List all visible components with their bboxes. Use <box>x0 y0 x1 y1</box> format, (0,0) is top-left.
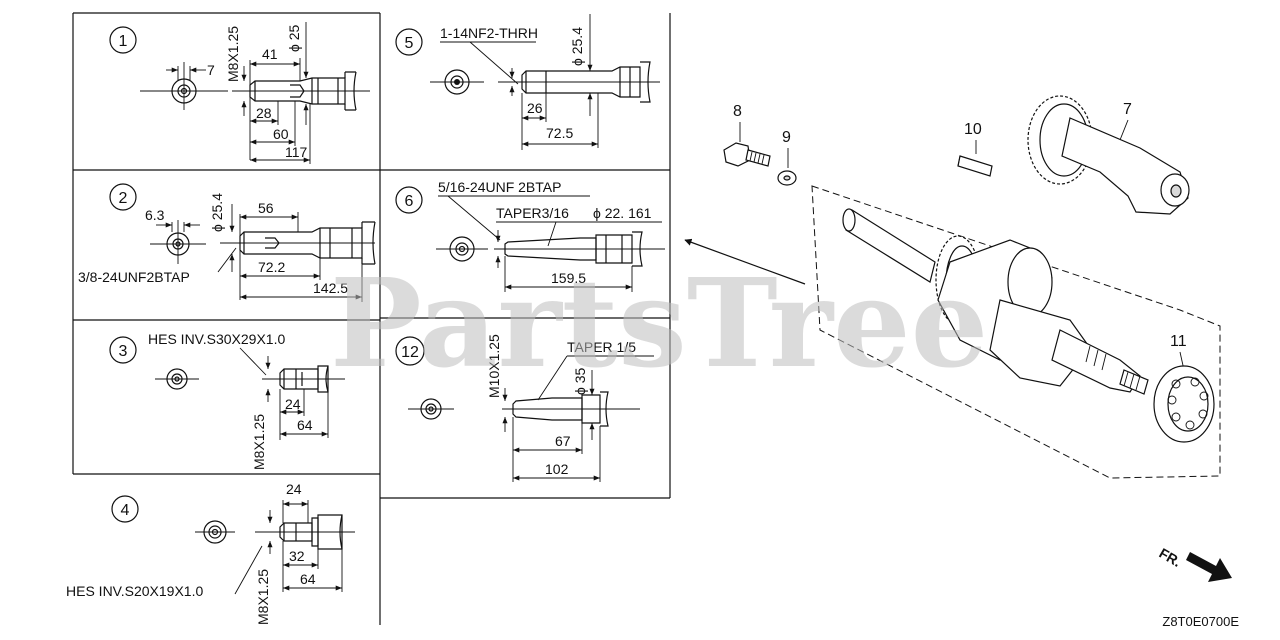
dim-28: 28 <box>256 105 272 121</box>
part-8-bolt: 8 <box>723 103 771 167</box>
tap-spec: 5/16-24UNF 2BTAP <box>438 179 561 195</box>
front-direction-indicator: FR. <box>1157 545 1232 582</box>
callout-9: 9 <box>782 129 791 146</box>
dim-72-2: 72.2 <box>258 259 285 275</box>
shaft-side-view <box>494 231 665 267</box>
dim-thread: M10X1.25 <box>486 334 502 398</box>
tap-spec: 3/8-24UNF2BTAP <box>78 269 190 285</box>
thread-spec: 1-14NF2-THRH <box>440 25 538 41</box>
panel-1: 1 7 M8X1.25 41 ϕ 25 <box>109 22 370 164</box>
panel-number-circle <box>109 26 137 54</box>
dim-thread: M8X1.25 <box>255 569 271 625</box>
dim-67: 67 <box>555 433 571 449</box>
dim-dia: ϕ 25 <box>286 24 302 52</box>
panel-number-circle <box>395 28 423 56</box>
panel-number-circle <box>109 183 137 211</box>
watermark: PartsTree <box>330 251 988 395</box>
shaft-side-view <box>502 391 640 427</box>
diagram-code: Z8T0E0700E <box>1162 614 1239 629</box>
dim-24: 24 <box>285 396 301 412</box>
panel-number: 6 <box>405 193 414 210</box>
panel-number-circle <box>395 336 425 366</box>
shaft-side-view <box>498 61 660 103</box>
panel-number: 5 <box>405 35 414 52</box>
dim-72-5: 72.5 <box>546 125 573 141</box>
panel-number: 2 <box>119 190 128 207</box>
dim-dia: ϕ 22. 161 <box>593 205 652 221</box>
spline-spec: HES INV.S20X19X1.0 <box>66 583 203 599</box>
dim-dia: ϕ 35 <box>572 367 588 395</box>
panel-number-circle <box>111 495 139 523</box>
dim-64: 64 <box>297 417 313 433</box>
dim-dia: ϕ 25.4 <box>209 193 225 232</box>
shaft-side-view <box>232 71 370 111</box>
taper-spec: TAPER 1/5 <box>567 339 636 355</box>
panel-3: 3 HES INV.S30X29X1.0 M8X1.25 24 64 <box>109 331 345 470</box>
part-7-balancer: 7 <box>1027 95 1190 215</box>
callout-11: 11 <box>1170 333 1187 350</box>
crankshaft <box>842 208 1149 395</box>
part-11-bearing: 11 <box>1153 333 1215 443</box>
part-10-key: 10 <box>957 121 993 177</box>
callout-10: 10 <box>964 121 982 138</box>
panel-12: 12 M10X1.25 TAPER 1/5 ϕ 35 67 102 <box>395 334 654 482</box>
dim-41: 41 <box>262 46 278 62</box>
panel-number: 1 <box>119 33 128 50</box>
callout-8: 8 <box>733 103 742 120</box>
dim-dia: ϕ 25.4 <box>569 27 585 66</box>
shaft-side-view <box>220 221 376 265</box>
dim-142-5: 142.5 <box>313 280 348 296</box>
dim-159-5: 159.5 <box>551 270 586 286</box>
front-arrow-icon <box>1186 552 1232 582</box>
dim-24: 24 <box>286 481 302 497</box>
panel-number: 3 <box>119 343 128 360</box>
dim-64: 64 <box>300 571 316 587</box>
panel-5: 5 1-14NF2-THRH ϕ 25.4 26 72.5 <box>395 14 660 150</box>
dim-117: 117 <box>285 144 308 160</box>
panel-number: 12 <box>401 344 419 361</box>
dim-26: 26 <box>527 100 543 116</box>
spline-spec: HES INV.S30X29X1.0 <box>148 331 285 347</box>
panel-number-circle <box>395 186 423 214</box>
dim-6-3: 6.3 <box>145 207 165 223</box>
direction-label: FR. <box>1157 545 1185 570</box>
callout-7: 7 <box>1123 101 1132 118</box>
part-9-washer: 9 <box>777 129 797 186</box>
panel-number-circle <box>109 336 137 364</box>
dim-32: 32 <box>289 548 305 564</box>
dim-60: 60 <box>273 126 289 142</box>
panel-6: 6 5/16-24UNF 2BTAP TAPER3/16 ϕ 22. 161 1… <box>395 179 665 292</box>
assembly-boundary <box>811 185 1221 479</box>
dim-thread: M8X1.25 <box>225 26 241 82</box>
panel-number: 4 <box>121 502 130 519</box>
panel-grid <box>72 12 671 625</box>
taper-spec: TAPER3/16 <box>496 205 569 221</box>
panel-4: 4 24 32 64 HES INV.S20X19X1.0 M8X1.25 <box>66 481 355 625</box>
panel-2: 2 6.3 ϕ 25.4 56 72.2 142.5 <box>78 183 376 302</box>
dim-56: 56 <box>258 200 274 216</box>
reference-arrow <box>684 238 806 285</box>
dim-102: 102 <box>545 461 569 477</box>
dim-7: 7 <box>207 62 215 78</box>
dim-thread: M8X1.25 <box>251 414 267 470</box>
